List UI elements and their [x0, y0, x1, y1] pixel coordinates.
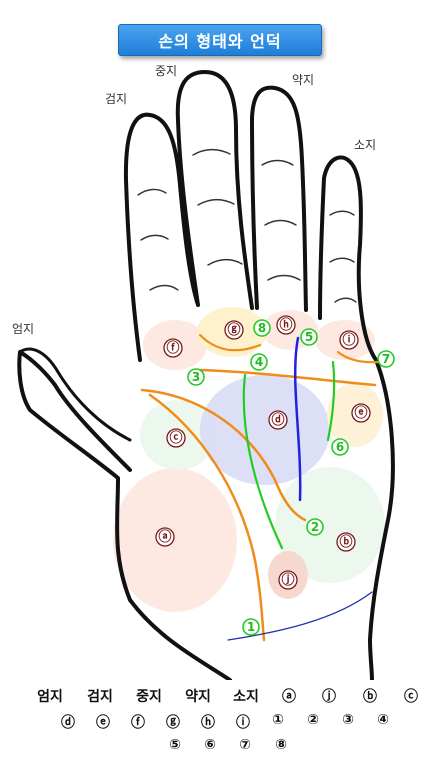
mount-marker-b: ⓑ [336, 532, 356, 552]
legend-item: ⓔ [96, 715, 110, 731]
finger-creases [137, 148, 357, 303]
page-title: 손의 형태와 언덕 [118, 24, 322, 56]
mount-d-region [200, 375, 330, 485]
legend-item: ⓗ [201, 715, 215, 731]
finger-label-middle: 중지 [155, 64, 177, 78]
legend-item: ⑧ [275, 737, 287, 753]
svg-text:ⓖ: ⓖ [227, 322, 240, 338]
mount-marker-j: ⓙ [278, 570, 298, 590]
mount-marker-i: ⓘ [339, 330, 359, 350]
svg-text:ⓘ: ⓘ [342, 332, 355, 348]
legend-item: ② [307, 712, 319, 728]
line-marker-3: 3 [187, 368, 205, 386]
line-marker-5: 5 [300, 328, 318, 346]
sun-line [326, 360, 336, 442]
legend-item: 엄지 [37, 689, 63, 705]
fate-line [293, 336, 302, 502]
hand-outline [17, 70, 395, 680]
finger-label-little: 소지 [354, 138, 376, 152]
head-line [140, 388, 307, 522]
mount-marker-d: ⓓ [268, 410, 288, 430]
heart-line [198, 368, 377, 387]
palm-diagram: 검지 중지 약지 소지 엄지 ⓐ ⓑ ⓒ ⓓ ⓔ ⓕ ⓖ ⓗ ⓘ ⓙ 1 2 3… [12, 64, 395, 680]
thumb-outline [18, 347, 132, 442]
svg-text:ⓓ: ⓓ [271, 412, 284, 428]
svg-text:1: 1 [247, 620, 255, 634]
legend-item: ⓙ [322, 689, 336, 705]
legend-item: 검지 [87, 689, 113, 705]
legend-row-3: ⑤ ⑥ ⑦ ⑧ [0, 737, 437, 763]
palm-lines [140, 333, 380, 642]
svg-text:ⓐ: ⓐ [158, 529, 171, 545]
mount-marker-c: ⓒ [166, 428, 186, 448]
line-marker-8: 8 [253, 319, 271, 337]
legend-item: ⓐ [282, 689, 296, 705]
legend-item: ⓖ [166, 715, 180, 731]
svg-text:4: 4 [255, 355, 263, 369]
legend-item: ⓓ [61, 715, 75, 731]
little-line [336, 350, 380, 364]
svg-text:ⓑ: ⓑ [339, 534, 352, 550]
bracelet-line [227, 591, 373, 641]
line-marker-6: 6 [331, 438, 349, 456]
mercury-line [242, 373, 284, 550]
svg-text:ⓔ: ⓔ [354, 405, 367, 421]
legend-item: ⓒ [404, 689, 418, 705]
svg-text:3: 3 [192, 370, 200, 384]
legend-item: ⑤ [169, 737, 181, 753]
finger-label-ring: 약지 [292, 72, 314, 87]
line-marker-2: 2 [306, 518, 324, 536]
svg-text:ⓗ: ⓗ [279, 317, 292, 333]
svg-text:7: 7 [382, 352, 390, 366]
legend: 엄지 검지 중지 약지 소지 ⓐ ⓙ ⓑ ⓒ ⓓ ⓔ ⓕ ⓖ ⓗ ⓘ ① ② ③… [0, 680, 437, 770]
legend-item: 중지 [136, 689, 162, 705]
legend-row-2: ⓓ ⓔ ⓕ ⓖ ⓗ ⓘ ① ② ③ ④ [0, 712, 437, 738]
finger-label-index: 검지 [105, 92, 127, 106]
legend-item: ⑥ [204, 737, 216, 753]
svg-text:ⓙ: ⓙ [281, 572, 294, 588]
mount-marker-f: ⓕ [163, 338, 183, 358]
legend-item: 약지 [185, 689, 211, 705]
legend-item: 소지 [233, 689, 259, 705]
mount-marker-e: ⓔ [351, 403, 371, 423]
svg-text:5: 5 [305, 330, 313, 344]
mount-marker-h: ⓗ [276, 315, 296, 335]
svg-text:ⓒ: ⓒ [169, 430, 182, 446]
line-marker-7: 7 [377, 350, 395, 368]
svg-text:ⓕ: ⓕ [166, 340, 179, 356]
finger-labels: 검지 중지 약지 소지 엄지 [12, 64, 376, 336]
legend-item: ⓑ [363, 689, 377, 705]
mount-marker-a: ⓐ [155, 527, 175, 547]
legend-item: ⑦ [239, 737, 251, 753]
legend-row-1: 엄지 검지 중지 약지 소지 ⓐ ⓙ ⓑ ⓒ [0, 686, 437, 712]
finger-label-thumb: 엄지 [12, 322, 34, 336]
legend-item: ⓕ [131, 715, 145, 731]
svg-text:8: 8 [258, 321, 266, 335]
mount-markers: ⓐ ⓑ ⓒ ⓓ ⓔ ⓕ ⓖ ⓗ ⓘ ⓙ [155, 315, 371, 590]
legend-item: ④ [377, 712, 389, 728]
mount-regions [113, 307, 385, 612]
legend-item: ⓘ [236, 715, 250, 731]
mount-a-region [113, 468, 237, 612]
line-marker-1: 1 [242, 618, 260, 636]
line-marker-4: 4 [250, 353, 268, 371]
legend-item: ① [272, 712, 284, 728]
svg-text:6: 6 [336, 440, 344, 454]
line-markers: 1 2 3 4 5 6 7 8 [187, 319, 395, 636]
svg-text:2: 2 [311, 520, 319, 534]
life-line [148, 393, 266, 642]
mount-b-region [275, 467, 385, 583]
mount-marker-g: ⓖ [224, 320, 244, 340]
girdle-line [198, 333, 262, 352]
legend-item: ③ [342, 712, 354, 728]
